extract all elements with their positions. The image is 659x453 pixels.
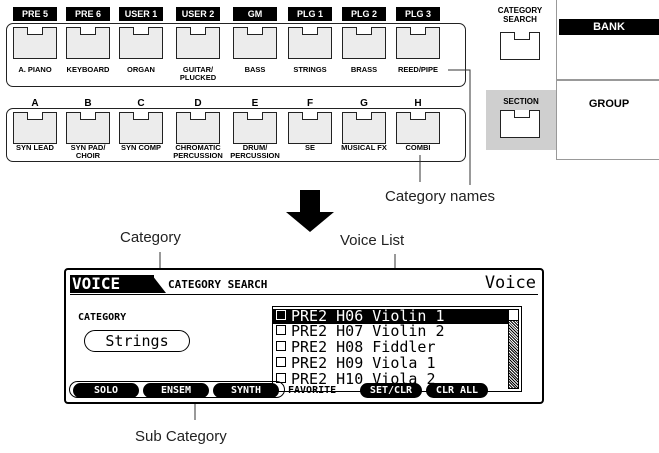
bank-tag-pre6: PRE 6 xyxy=(66,7,110,21)
category-button-guitar[interactable] xyxy=(176,27,220,59)
category-label: CHROMATIC PERCUSSION xyxy=(173,143,223,160)
category-label: GUITAR/ PLUCKED xyxy=(179,65,217,82)
letter-label: B xyxy=(84,98,92,109)
voice-list-scrollbar[interactable] xyxy=(508,309,519,389)
category-button-syn-lead[interactable] xyxy=(13,112,57,144)
annotation-voice-list: Voice List xyxy=(340,232,405,249)
voice-list-item[interactable]: PRE2 H08 Fiddler xyxy=(273,340,509,355)
letter-label: A xyxy=(31,98,39,109)
checkbox-icon xyxy=(276,357,286,367)
category-label: SE xyxy=(304,143,315,152)
voice-name: PRE2 H08 Fiddler xyxy=(291,338,436,356)
voice-name: PRE2 H06 Violin 1 xyxy=(291,307,445,325)
category-label: MUSICAL FX xyxy=(341,143,387,152)
category-button-drum[interactable] xyxy=(233,112,277,144)
annotation-category: Category xyxy=(120,229,181,246)
category-button-reed-pipe[interactable] xyxy=(396,27,440,59)
category-label: SYN LEAD xyxy=(16,143,54,152)
category-button-brass[interactable] xyxy=(342,27,386,59)
bank-tag-gm: GM xyxy=(233,7,277,21)
soft-button-bar: SOLO ENSEM SYNTH FAVORITE SET/CLR CLR AL… xyxy=(69,381,538,399)
category-panel-top xyxy=(6,23,466,87)
category-button-chromatic[interactable] xyxy=(176,112,220,144)
category-label: KEYBOARD xyxy=(66,65,110,74)
lcd-category-label: CATEGORY xyxy=(78,312,127,323)
bank-tag-plg3: PLG 3 xyxy=(396,7,440,21)
category-panel-bottom xyxy=(6,108,466,162)
soft-button-solo[interactable]: SOLO xyxy=(73,383,139,398)
soft-button-ensem[interactable]: ENSEM xyxy=(143,383,209,398)
annotation-category-names: Category names xyxy=(385,188,496,205)
category-search-label: CATEGORY SEARCH xyxy=(497,6,543,24)
category-button-keyboard[interactable] xyxy=(66,27,110,59)
voice-name: PRE2 H09 Viola 1 xyxy=(291,354,436,372)
tab-corner-icon xyxy=(152,275,166,293)
voice-list-item[interactable]: PRE2 H06 Violin 1 xyxy=(273,309,509,324)
category-button-musical-fx[interactable] xyxy=(342,112,386,144)
category-label: A. PIANO xyxy=(18,65,52,74)
lcd-mode: Voice xyxy=(484,273,536,293)
leader-line xyxy=(448,69,471,185)
group-box: GROUP xyxy=(556,80,659,160)
category-label: SYN PAD/ CHOIR xyxy=(70,143,106,160)
group-title: GROUP xyxy=(588,98,630,110)
letter-label: G xyxy=(360,98,368,109)
lcd-subtitle: CATEGORY SEARCH xyxy=(168,278,268,291)
category-button-a-piano[interactable] xyxy=(13,27,57,59)
letter-label: E xyxy=(251,98,259,109)
category-label: REED/PIPE xyxy=(397,65,438,74)
category-label: BRASS xyxy=(350,65,378,74)
category-button-strings[interactable] xyxy=(288,27,332,59)
letter-label: C xyxy=(137,98,145,109)
voice-list-item[interactable]: PRE2 H10 Viola 2 xyxy=(273,372,509,387)
favorite-label: FAVORITE xyxy=(288,385,337,396)
bank-tag-user2: USER 2 xyxy=(176,7,220,21)
bank-tag-user1: USER 1 xyxy=(119,7,163,21)
category-button-syn-comp[interactable] xyxy=(119,112,163,144)
category-label: DRUM/ PERCUSSION xyxy=(230,143,280,160)
bank-tag-plg2: PLG 2 xyxy=(342,7,386,21)
soft-button-synth[interactable]: SYNTH xyxy=(213,383,279,398)
lcd-display: VOICE CATEGORY SEARCH Voice CATEGORY Str… xyxy=(64,268,544,404)
voice-list-item[interactable]: PRE2 H09 Viola 1 xyxy=(273,356,509,371)
category-label: SYN COMP xyxy=(120,143,161,152)
bank-tag-pre5: PRE 5 xyxy=(13,7,57,21)
checkbox-icon xyxy=(276,325,286,335)
category-button-combi[interactable] xyxy=(396,112,440,144)
checkbox-icon xyxy=(276,310,286,320)
category-label: STRINGS xyxy=(293,65,327,74)
lcd-divider xyxy=(70,294,538,295)
letter-label: F xyxy=(306,98,314,109)
lcd-title: VOICE xyxy=(70,275,154,293)
voice-name: PRE2 H10 Viola 2 xyxy=(291,370,436,388)
category-button-organ[interactable] xyxy=(119,27,163,59)
category-label: ORGAN xyxy=(127,65,155,74)
scrollbar-thumb[interactable] xyxy=(509,310,518,321)
category-search-button[interactable] xyxy=(500,32,540,60)
category-label: COMBI xyxy=(405,143,431,152)
soft-button-clr-all[interactable]: CLR ALL xyxy=(426,383,488,398)
section-button[interactable] xyxy=(500,110,540,138)
soft-button-set-clr[interactable]: SET/CLR xyxy=(360,383,422,398)
bank-tag-plg1: PLG 1 xyxy=(288,7,332,21)
category-label: BASS xyxy=(244,65,266,74)
voice-list-item[interactable]: PRE2 H07 Violin 2 xyxy=(273,324,509,339)
checkbox-icon xyxy=(276,341,286,351)
annotation-sub-category: Sub Category xyxy=(135,428,227,445)
bank-box: BANK xyxy=(556,0,659,80)
down-arrow-icon xyxy=(286,190,334,232)
letter-label: H xyxy=(414,98,422,109)
category-button-bass[interactable] xyxy=(233,27,277,59)
section-label: SECTION xyxy=(503,97,539,106)
category-button-syn-pad[interactable] xyxy=(66,112,110,144)
lcd-category-value[interactable]: Strings xyxy=(84,330,190,352)
voice-list[interactable]: PRE2 H06 Violin 1 PRE2 H07 Violin 2 PRE2… xyxy=(272,306,522,392)
letter-label: D xyxy=(194,98,202,109)
bank-title: BANK xyxy=(559,19,659,35)
voice-name: PRE2 H07 Violin 2 xyxy=(291,322,445,340)
category-button-se[interactable] xyxy=(288,112,332,144)
